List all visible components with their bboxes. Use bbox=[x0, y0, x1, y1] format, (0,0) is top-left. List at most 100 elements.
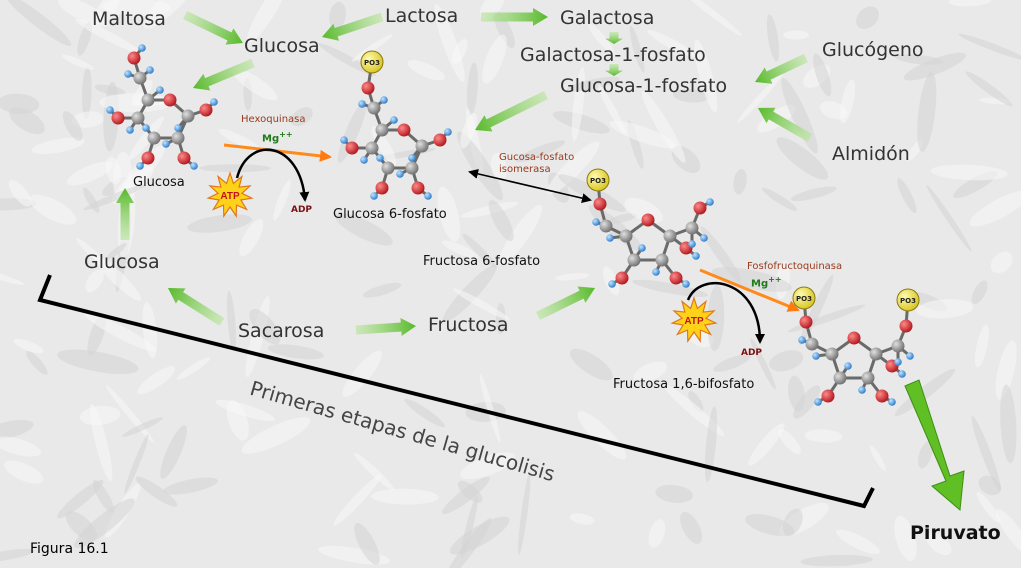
hydrogen-atom bbox=[156, 86, 164, 94]
carbon-atom bbox=[131, 111, 145, 125]
texture-swirl bbox=[903, 52, 967, 81]
texture-swirl bbox=[57, 349, 139, 375]
hydrogen-atom bbox=[706, 198, 714, 206]
oxygen-atom bbox=[111, 111, 125, 125]
texture-swirl bbox=[498, 204, 543, 265]
texture-swirl bbox=[249, 309, 281, 345]
hydrogen-atom bbox=[592, 218, 600, 226]
texture-swirl bbox=[66, 161, 114, 186]
atp-adp-curve-2 bbox=[686, 282, 765, 344]
oxygen-atom bbox=[411, 181, 425, 195]
texture-swirl bbox=[143, 0, 199, 29]
texture-swirl bbox=[290, 107, 313, 127]
enzyme-isomerasa-line2: isomerasa bbox=[499, 164, 551, 175]
hydrogen-atom bbox=[906, 352, 914, 360]
texture-swirl bbox=[776, 137, 829, 180]
texture-swirl bbox=[83, 184, 146, 211]
texture-swirl bbox=[333, 474, 382, 526]
carbon-atom bbox=[147, 131, 161, 145]
texture-swirl bbox=[926, 532, 952, 556]
texture-swirl bbox=[85, 269, 104, 293]
carbon-atom bbox=[141, 93, 155, 107]
texture-swirl bbox=[629, 25, 645, 73]
label-maltosa: Maltosa bbox=[92, 8, 166, 30]
label-fructosa-1-6-bifosfato: Fructosa 1,6-bifosfato bbox=[613, 377, 755, 392]
oxygen-atom bbox=[899, 319, 913, 333]
arrow-fructosa-to-f6p bbox=[536, 286, 596, 321]
texture-swirl bbox=[897, 178, 917, 214]
texture-swirl bbox=[318, 43, 376, 76]
texture-swirl bbox=[804, 429, 843, 443]
oxygen-atom bbox=[641, 213, 655, 227]
oxygen-atom bbox=[669, 271, 683, 285]
texture-swirl bbox=[131, 79, 153, 106]
texture-swirl bbox=[778, 428, 801, 455]
hydrogen-atom bbox=[142, 124, 150, 132]
texture-swirl bbox=[29, 194, 77, 225]
oxygen-atom bbox=[875, 389, 889, 403]
cofactor-mg-2: Mg++ bbox=[751, 275, 782, 290]
texture-swirl bbox=[869, 445, 886, 471]
carbon-atom bbox=[825, 347, 839, 361]
texture-swirl bbox=[163, 477, 218, 495]
carbon-atom bbox=[367, 101, 381, 115]
texture-swirl bbox=[926, 184, 972, 252]
texture-swirl bbox=[917, 72, 937, 152]
texture-swirl bbox=[176, 357, 211, 380]
hydrogen-atom bbox=[888, 398, 896, 406]
atp-label-1: ATP bbox=[220, 191, 240, 202]
texture-swirl bbox=[77, 22, 92, 56]
texture-swirl bbox=[404, 398, 446, 428]
texture-swirl bbox=[354, 522, 380, 565]
hydrogen-atom bbox=[606, 234, 614, 242]
hydrogen-atom bbox=[162, 140, 170, 148]
texture-swirl bbox=[554, 273, 590, 281]
texture-swirl bbox=[83, 312, 157, 352]
texture-swirl bbox=[694, 39, 718, 113]
hydrogen-atom bbox=[126, 126, 134, 134]
carbon-atom bbox=[833, 371, 847, 385]
carbon-atom bbox=[861, 371, 875, 385]
oxygen-atom bbox=[799, 315, 813, 329]
texture-swirl bbox=[92, 479, 114, 513]
texture-swirl bbox=[437, 186, 461, 242]
arrow-glucosa-to-structure bbox=[192, 58, 255, 91]
hydrogen-atom bbox=[124, 70, 132, 78]
texture-swirl bbox=[0, 93, 40, 114]
arrow-gal1p-to-glc1p bbox=[605, 64, 623, 76]
oxygen-atom bbox=[345, 141, 359, 155]
arrow-galactosa-to-gal1p bbox=[605, 32, 623, 44]
hydrogen-atom bbox=[210, 98, 218, 106]
hydrogen-atom bbox=[814, 398, 822, 406]
texture-swirl bbox=[215, 399, 275, 421]
texture-swirl bbox=[647, 30, 696, 57]
oxygen-atom bbox=[163, 93, 177, 107]
hydrogen-atom bbox=[798, 336, 806, 344]
label-glucosa-left: Glucosa bbox=[84, 251, 160, 273]
texture-swirl bbox=[688, 390, 704, 413]
phosphate-label: PO3 bbox=[796, 295, 812, 303]
texture-swirl bbox=[0, 268, 25, 286]
carbon-atom bbox=[627, 253, 641, 267]
texture-swirl bbox=[971, 416, 1001, 492]
oxygen-atom bbox=[397, 123, 411, 137]
label-almidon: Almidón bbox=[832, 143, 910, 165]
arrow-almidon-to-glc1p bbox=[758, 107, 813, 142]
texture-swirl bbox=[407, 60, 446, 81]
texture-swirl bbox=[187, 214, 252, 233]
texture-swirl bbox=[75, 18, 141, 54]
texture-swirl bbox=[766, 14, 780, 62]
label-glucosa-6-fosfato: Glucosa 6-fosfato bbox=[333, 207, 447, 222]
texture-swirl bbox=[856, 6, 879, 30]
enzyme-fosfofructoquinasa: Fosfofructoquinasa bbox=[747, 261, 843, 272]
oxygen-atom bbox=[141, 151, 155, 165]
texture-swirl bbox=[976, 492, 1001, 523]
texture-swirl bbox=[894, 368, 956, 417]
texture-swirl bbox=[8, 179, 32, 207]
texture-swirl bbox=[783, 30, 810, 40]
texture-swirl bbox=[62, 111, 83, 141]
label-piruvato: Piruvato bbox=[910, 522, 1001, 544]
texture-swirl bbox=[577, 411, 627, 460]
carbon-atom bbox=[619, 229, 633, 243]
